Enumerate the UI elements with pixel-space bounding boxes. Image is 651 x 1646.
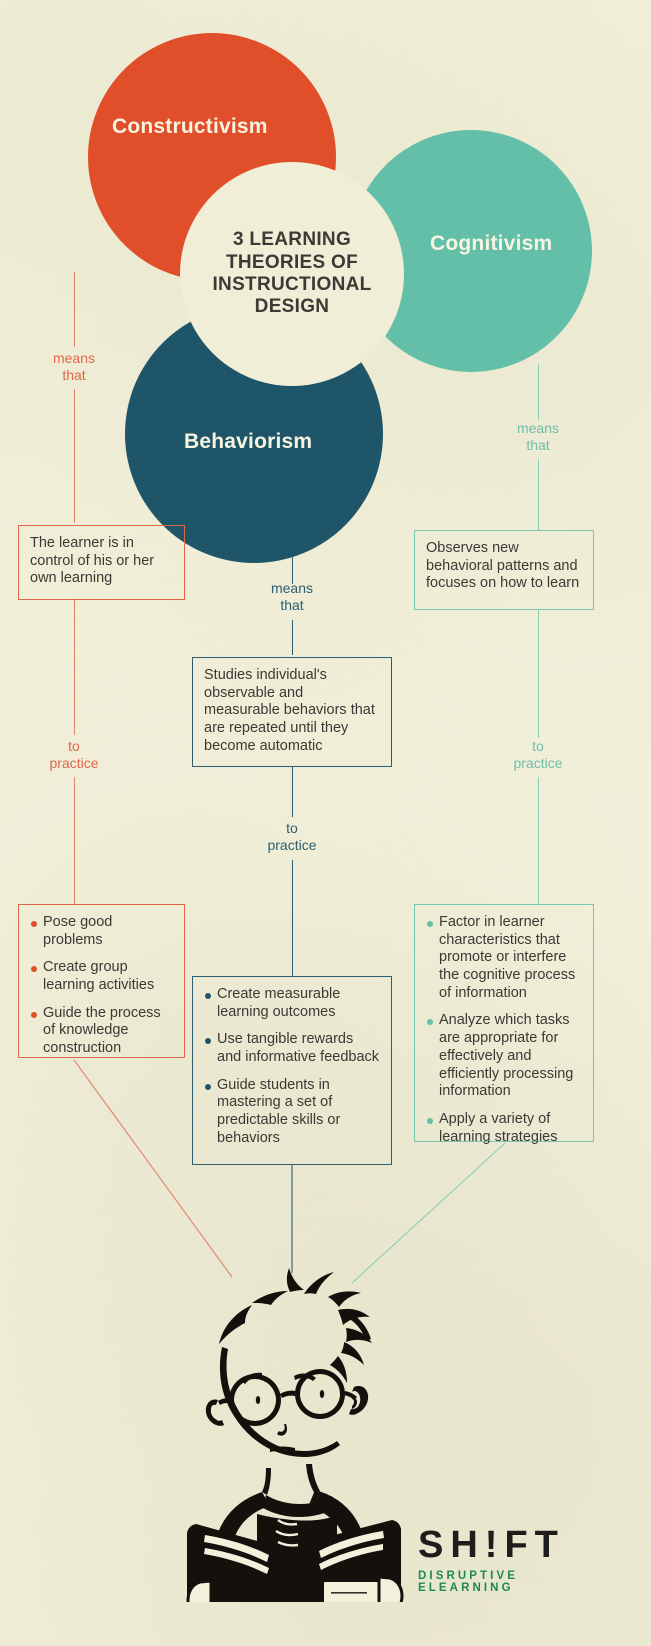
list-item: Pose good problems bbox=[30, 914, 174, 949]
list-item: Guide the process of knowledge construct… bbox=[30, 1005, 174, 1058]
shift-logo[interactable]: SH!FT DISRUPTIVE ELEARNING bbox=[418, 1526, 608, 1594]
venn-label-cognitivism: Cognitivism bbox=[430, 232, 553, 255]
connector-line-constructivism-means bbox=[74, 272, 75, 347]
logo-tagline: DISRUPTIVE ELEARNING bbox=[418, 1570, 519, 1594]
list-item: Analyze which tasks are appropriate for … bbox=[426, 1012, 583, 1100]
connector-line-behaviorism-means-2 bbox=[292, 620, 293, 655]
connector-label-cognitivism-to-practice: to practice bbox=[513, 738, 563, 771]
practices-box-constructivism: Pose good problems Create group learning… bbox=[18, 904, 185, 1058]
practices-list-behaviorism: Create measurable learning outcomes Use … bbox=[204, 986, 381, 1148]
connector-label-cognitivism-means-that: means that bbox=[516, 420, 560, 453]
list-item: Use tangible rewards and informative fee… bbox=[204, 1031, 381, 1066]
practices-list-constructivism: Pose good problems Create group learning… bbox=[30, 914, 174, 1058]
logo-word-part-1: SH bbox=[418, 1524, 485, 1566]
definition-text-constructivism: The learner is in control of his or her … bbox=[30, 535, 155, 587]
connector-line-constructivism-practice bbox=[74, 600, 75, 735]
logo-wordmark: SH!FT bbox=[418, 1526, 608, 1564]
connector-line-cognitivism-means-2 bbox=[538, 459, 539, 530]
connector-line-cognitivism-means bbox=[538, 364, 539, 420]
connector-line-constructivism-means-2 bbox=[74, 389, 75, 523]
connector-line-cognitivism-practice-2 bbox=[538, 777, 539, 904]
connector-line-behaviorism-means bbox=[292, 556, 293, 584]
connector-line-behaviorism-practice-2 bbox=[292, 860, 293, 976]
converging-connector-lines bbox=[73, 1059, 506, 1284]
definition-box-behaviorism: Studies individual's observable and meas… bbox=[192, 657, 392, 767]
list-item: Create measurable learning outcomes bbox=[204, 986, 381, 1021]
practices-list-cognitivism: Factor in learner characteristics that p… bbox=[426, 914, 583, 1146]
connector-line-behaviorism-practice bbox=[292, 767, 293, 817]
venn-label-behaviorism: Behaviorism bbox=[184, 430, 313, 453]
definition-box-cognitivism: Observes new behavioral patterns and foc… bbox=[414, 530, 594, 610]
definition-text-behaviorism: Studies individual's observable and meas… bbox=[204, 667, 375, 754]
connector-label-behaviorism-to-practice: to practice bbox=[267, 820, 317, 853]
venn-circle-center bbox=[180, 162, 404, 386]
diagonal-line-cognitivism bbox=[351, 1142, 506, 1284]
list-item: Apply a variety of learning strategies bbox=[426, 1111, 583, 1146]
definition-box-constructivism: The learner is in control of his or her … bbox=[18, 525, 185, 600]
list-item: Create group learning activities bbox=[30, 959, 174, 994]
practices-box-behaviorism: Create measurable learning outcomes Use … bbox=[192, 976, 392, 1165]
connector-line-cognitivism-practice bbox=[538, 610, 539, 738]
connector-label-constructivism-means-that: means that bbox=[52, 350, 96, 383]
page-title: 3 LEARNING THEORIES OF INSTRUCTIONAL DES… bbox=[212, 229, 372, 318]
diagonal-line-constructivism bbox=[73, 1059, 233, 1278]
practices-box-cognitivism: Factor in learner characteristics that p… bbox=[414, 904, 594, 1145]
connector-line-constructivism-practice-2 bbox=[74, 777, 75, 904]
list-item: Factor in learner characteristics that p… bbox=[426, 914, 583, 1002]
boy-reading-book-illustration bbox=[186, 1268, 404, 1602]
list-item: Guide students in mastering a set of pre… bbox=[204, 1077, 381, 1148]
definition-text-cognitivism: Observes new behavioral patterns and foc… bbox=[426, 540, 580, 592]
connector-label-behaviorism-means-that: means that bbox=[270, 580, 314, 613]
venn-label-constructivism: Constructivism bbox=[112, 115, 268, 138]
logo-exclamation-icon: ! bbox=[484, 1524, 505, 1566]
logo-word-part-2: FT bbox=[504, 1524, 565, 1566]
connector-label-constructivism-to-practice: to practice bbox=[49, 738, 99, 771]
